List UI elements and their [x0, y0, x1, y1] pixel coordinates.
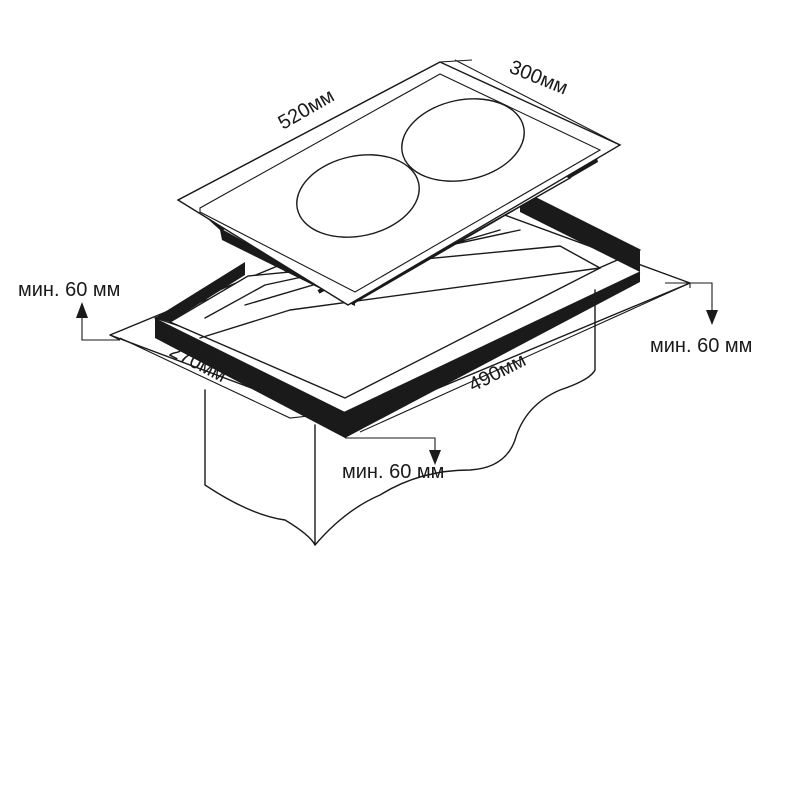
- cutout-side-wall-front: [155, 318, 345, 438]
- cutout-inner-line-2: [199, 267, 601, 339]
- dim-line-270: [119, 337, 346, 419]
- dim-line-520: [177, 59, 473, 201]
- cutout-side-wall-left: [155, 262, 245, 322]
- clearance-left-leader: [81, 318, 120, 341]
- cutout-inner-lip: [168, 245, 602, 399]
- dim-line-300: [454, 59, 621, 146]
- dim-label-300: 300мм: [506, 56, 571, 99]
- clearance-right-leader: [665, 282, 713, 310]
- countertop: [109, 189, 691, 438]
- dim-line-490: [344, 271, 691, 433]
- cutout-side-wall-right: [520, 190, 640, 272]
- clearance-right-label: мин. 60 мм: [650, 335, 752, 357]
- cabinet-side-face: [314, 289, 596, 546]
- cabinet-front-face: [204, 389, 316, 546]
- burner-right: [401, 98, 525, 182]
- arrow-down-icon: [429, 450, 441, 465]
- arrow-up-icon: [76, 302, 88, 318]
- clearance-left-label: мин. 60 мм: [18, 279, 120, 301]
- clearance-front-leader: [345, 437, 436, 450]
- clearance-front-label: мин. 60 мм: [342, 461, 444, 483]
- cutout-side-wall-right-front: [345, 272, 640, 438]
- clearance-markers: мин. 60 мм мин. 60 мм мин. 60 мм: [18, 279, 752, 483]
- cabinet: [204, 289, 596, 546]
- burner-left: [296, 154, 420, 238]
- hob-glass-edge: [199, 73, 602, 293]
- arrow-down-icon: [706, 310, 718, 325]
